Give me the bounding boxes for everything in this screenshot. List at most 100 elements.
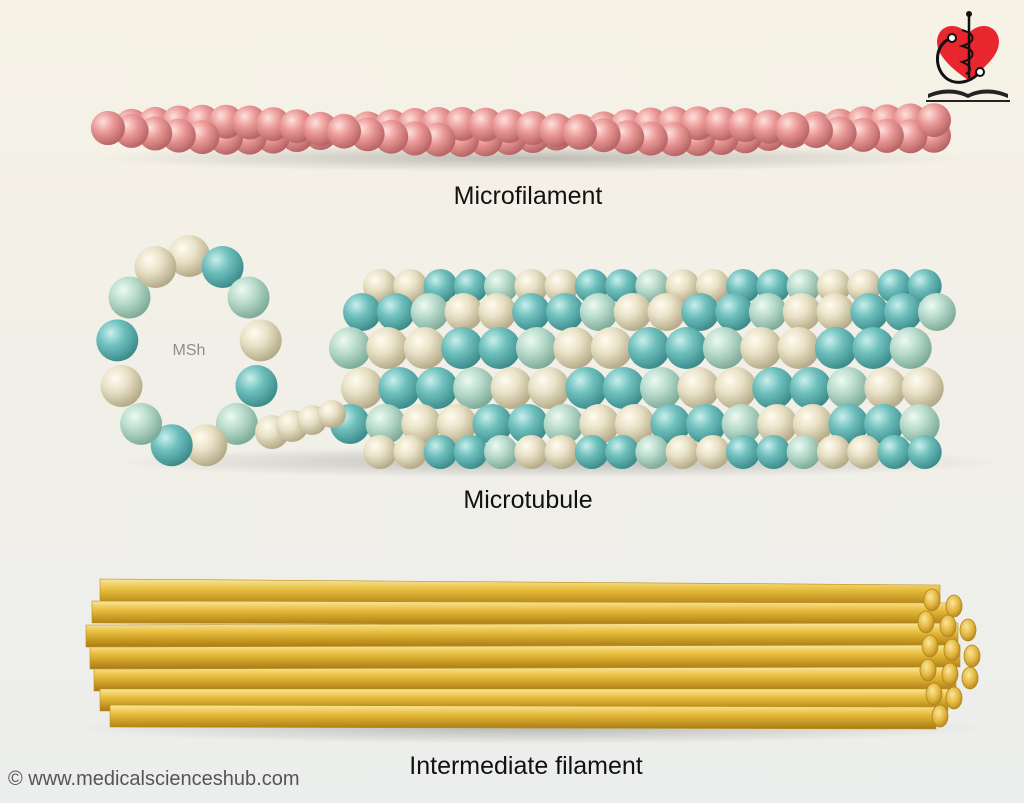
tubulin-dimer bbox=[168, 235, 210, 277]
tubulin-dimer bbox=[792, 404, 833, 444]
tubulin-dimer bbox=[613, 293, 652, 331]
tubulin-dimer bbox=[907, 435, 942, 469]
actin-monomer bbox=[917, 103, 951, 138]
stethoscope-icon bbox=[936, 36, 980, 84]
tubulin-dimer bbox=[365, 404, 406, 444]
rod-end bbox=[919, 658, 937, 682]
tubulin-dimer bbox=[635, 435, 670, 469]
tubulin-dimer bbox=[150, 424, 193, 467]
tubulin-dimer bbox=[864, 404, 904, 444]
microtubule-cross-section bbox=[96, 235, 282, 467]
tubulin-dimer bbox=[816, 293, 855, 331]
intermediate-filament-rod bbox=[91, 600, 951, 626]
rod-end bbox=[945, 594, 963, 618]
tubulin-dimer bbox=[376, 293, 415, 331]
tubulin-dimer bbox=[120, 402, 163, 445]
tubulin-dimer bbox=[565, 367, 608, 409]
tubulin-dimer bbox=[816, 435, 851, 469]
tubulin-dimer bbox=[490, 367, 533, 409]
tubulin-dimer bbox=[441, 327, 484, 369]
tubulin-dimer bbox=[605, 435, 640, 469]
tubulin-dimer bbox=[341, 367, 383, 409]
tubulin-dimer bbox=[590, 327, 633, 369]
tubulin-dimer bbox=[579, 404, 620, 444]
tubulin-dimer bbox=[410, 293, 449, 331]
tubulin-dimer bbox=[514, 269, 549, 303]
tubulin-dimer bbox=[665, 435, 700, 469]
tubulin-dimer bbox=[403, 327, 446, 369]
actin-monomer bbox=[657, 122, 692, 157]
tubulin-dimer bbox=[847, 435, 882, 469]
open-book-icon bbox=[928, 89, 1008, 98]
tubulin-dimer bbox=[899, 404, 940, 444]
tubulin-dimer bbox=[545, 293, 584, 331]
tubulin-dimer bbox=[508, 404, 548, 444]
rod-end bbox=[925, 682, 943, 706]
tubulin-dimer bbox=[100, 365, 143, 407]
rod-end bbox=[959, 618, 977, 642]
tubulin-dimer bbox=[702, 327, 745, 369]
tubulin-dimer bbox=[453, 435, 488, 469]
tubulin-dimer bbox=[640, 367, 682, 409]
tubulin-dimer bbox=[850, 293, 889, 331]
microfilament-label: Microfilament bbox=[453, 182, 603, 210]
tubulin-dimer bbox=[239, 319, 282, 362]
tubulin-dimer bbox=[740, 327, 783, 369]
rod-end bbox=[939, 614, 957, 638]
rod-end bbox=[917, 610, 935, 634]
tubulin-dimer bbox=[877, 435, 912, 469]
tubulin-dimer bbox=[318, 400, 346, 428]
tubulin-dimer bbox=[215, 402, 258, 445]
tubulin-dimer bbox=[901, 367, 944, 409]
tubulin-dimer bbox=[423, 435, 458, 469]
tubulin-dimer bbox=[757, 404, 798, 444]
intermediate-filament-rod bbox=[93, 666, 957, 692]
tubulin-dimer bbox=[786, 435, 821, 469]
tubulin-dimer bbox=[828, 404, 869, 444]
tubulin-dimer bbox=[96, 319, 139, 362]
tubulin-dimer bbox=[789, 367, 832, 409]
tubulin-dimer bbox=[665, 327, 708, 369]
tubulin-dimer bbox=[514, 435, 549, 469]
rod-end bbox=[945, 686, 963, 710]
tubulin-dimer bbox=[134, 246, 177, 288]
tubulin-dimer bbox=[602, 367, 645, 409]
tubulin-dimer bbox=[917, 293, 956, 331]
tubulin-dimer bbox=[401, 404, 442, 444]
tubulin-dimer bbox=[544, 435, 579, 469]
tubulin-dimer bbox=[185, 424, 228, 467]
tubulin-dimer bbox=[363, 435, 397, 469]
tubulin-dimer bbox=[752, 367, 795, 409]
tubulin-dimer bbox=[512, 293, 551, 331]
tubulin-dimer bbox=[235, 365, 278, 407]
microtubule-label: Microtubule bbox=[463, 486, 593, 514]
tubulin-dimer bbox=[543, 404, 584, 444]
tubulin-dimer bbox=[756, 435, 791, 469]
intermediate-filament-rod bbox=[89, 644, 961, 670]
tubulin-dimer bbox=[677, 367, 720, 409]
tubulin-dimer bbox=[782, 293, 821, 331]
microtubule-structure bbox=[255, 269, 956, 469]
intermediate-filament-rod bbox=[85, 622, 959, 648]
tubulin-dimer bbox=[574, 435, 609, 469]
tubulin-dimer bbox=[366, 327, 409, 369]
tubulin-dimer bbox=[478, 293, 517, 331]
tubulin-dimer bbox=[527, 367, 570, 409]
tubulin-dimer bbox=[777, 327, 820, 369]
tubulin-dimer bbox=[650, 404, 691, 444]
copyright-text: © www.medicalscienceshub.com bbox=[8, 768, 300, 790]
tubulin-dimer bbox=[415, 367, 458, 409]
tubulin-dimer bbox=[436, 404, 477, 444]
tubulin-dimer bbox=[628, 327, 670, 369]
tubulin-dimer bbox=[484, 435, 518, 469]
tubulin-dimer bbox=[472, 404, 513, 444]
tubulin-dimer bbox=[329, 327, 371, 369]
rod-end bbox=[931, 704, 949, 728]
tubulin-dimer bbox=[864, 367, 907, 409]
tubulin-dimer bbox=[726, 435, 761, 469]
tubulin-dimer bbox=[108, 276, 151, 319]
tubulin-dimer bbox=[889, 327, 932, 369]
tubulin-dimer bbox=[378, 367, 421, 409]
tubulin-dimer bbox=[884, 293, 923, 331]
tubulin-dimer bbox=[852, 327, 895, 369]
